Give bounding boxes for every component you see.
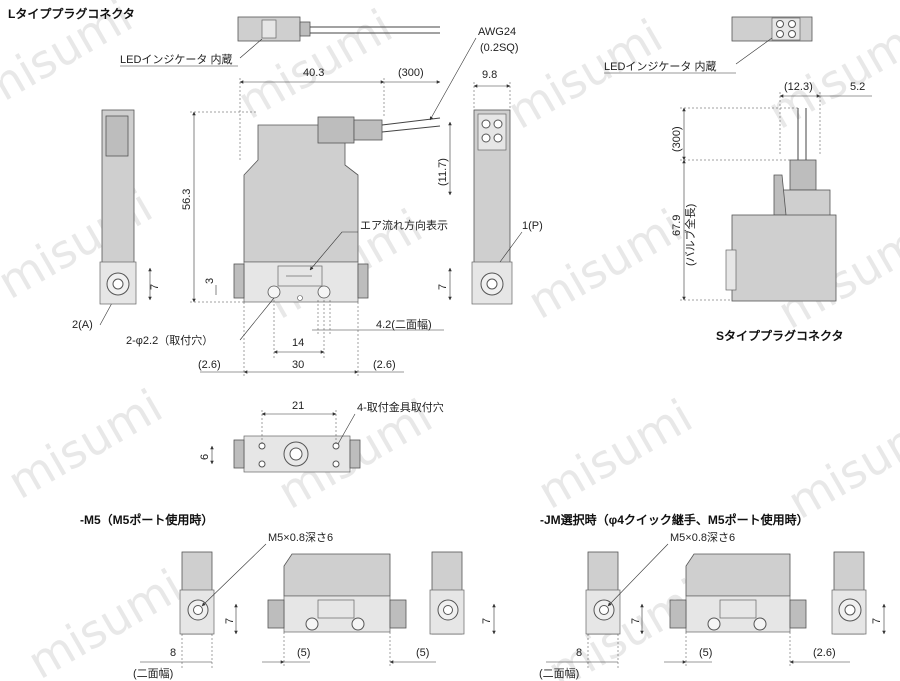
leader-air-flow [309,231,358,271]
leader-port-p [499,231,523,263]
label-mount-hole: 2-φ2.2（取付穴） [126,333,213,347]
l-type-front-view [233,116,441,303]
dim-5-2: 5.2 [850,81,865,93]
dim-67-9: 67.9 [671,215,683,236]
s-type-connector-top [731,16,813,42]
dim-11-7: (11.7) [437,158,449,186]
title-jm: -JM選択時（φ4クイック継手、M5ポート使用時） [540,512,809,527]
dim-m5-8: 8 [170,647,176,659]
jm-left-view [585,551,621,635]
leader-m5-depth-2 [607,543,669,607]
label-port-p: 1(P) [522,220,543,232]
dim-2-6b: (2.6) [373,359,396,371]
title-s-type: Sタイププラグコネクタ [716,328,844,343]
dim-m5-5b: (5) [416,647,429,659]
label-mount-holes4: 4-取付金具取付穴 [357,400,444,414]
leader-mount-holes4 [337,413,356,445]
label-air-flow: エア流れ方向表示 [360,218,448,232]
label-m5-depth-1: M5×0.8深さ6 [268,531,333,544]
dim-6: 6 [199,454,211,460]
dim-m5-5a: (5) [297,647,310,659]
l-type-bottom-view [233,435,361,473]
l-type-right-side-view [471,109,513,305]
svg-text:misumi: misumi [19,559,192,681]
dim-30: 30 [292,359,304,371]
dim-m5-7b: 7 [481,618,493,624]
jm-right-view [831,551,867,635]
jm-front-view [669,553,807,633]
leader-led-s [735,37,773,65]
label-port-a: 2(A) [72,319,93,331]
leader-led-l [239,38,263,59]
svg-text:misumi: misumi [519,199,692,330]
dim-jm-8: 8 [576,647,582,659]
label-led-l: LEDインジケータ 内蔵 [120,52,232,66]
dim-jm-7b: 7 [871,618,883,624]
dim-7b: 7 [437,284,449,290]
label-across-flats-2: (二面幅) [539,667,579,680]
dim-jm-5: (5) [699,647,712,659]
m5-left-view [179,551,215,635]
dim-7a: 7 [149,284,161,290]
dim-jm-7a: 7 [630,618,642,624]
dim-jm-2-6: (2.6) [813,647,836,659]
s-type-side-view [725,108,837,302]
svg-text:misumi: misumi [529,389,702,520]
label-awg-sq: (0.2SQ) [480,42,519,54]
dim-300: (300) [398,67,424,79]
dim-21: 21 [292,400,304,412]
leader-awg [429,37,477,121]
dim-m5-7a: 7 [224,618,236,624]
svg-text:misumi: misumi [779,399,900,530]
dim-56-3: 56.3 [181,189,193,210]
m5-right-view [429,551,465,635]
label-valve-len: (バルブ全長) [683,204,697,266]
dim-14: 14 [292,337,304,349]
label-across-flats-1: (二面幅) [133,667,173,680]
leader-mount-hole [239,297,275,341]
title-l-type: Lタイププラグコネクタ [8,6,135,21]
l-type-connector-top [237,16,440,42]
svg-text:misumi: misumi [0,179,161,310]
dim-3: 3 [204,278,216,284]
svg-text:misumi: misumi [0,379,171,510]
dim-2-6a: (2.6) [198,359,221,371]
svg-text:misumi: misumi [499,9,672,140]
dim-9-8: 9.8 [482,69,497,81]
dim-40-3: 40.3 [303,67,324,79]
label-m5-depth-2: M5×0.8深さ6 [670,531,735,544]
label-awg24: AWG24 [478,26,516,38]
dim-12-3: (12.3) [784,81,813,93]
leader-m5-depth-1 [201,543,267,607]
l-type-left-side-view [99,109,137,305]
title-m5: -M5（M5ポート使用時） [80,512,213,527]
label-led-s: LEDインジケータ 内蔵 [604,59,716,73]
label-width-across: 4.2(二面幅) [376,318,432,331]
m5-front-view [267,553,407,633]
dim-300s: (300) [671,126,683,152]
